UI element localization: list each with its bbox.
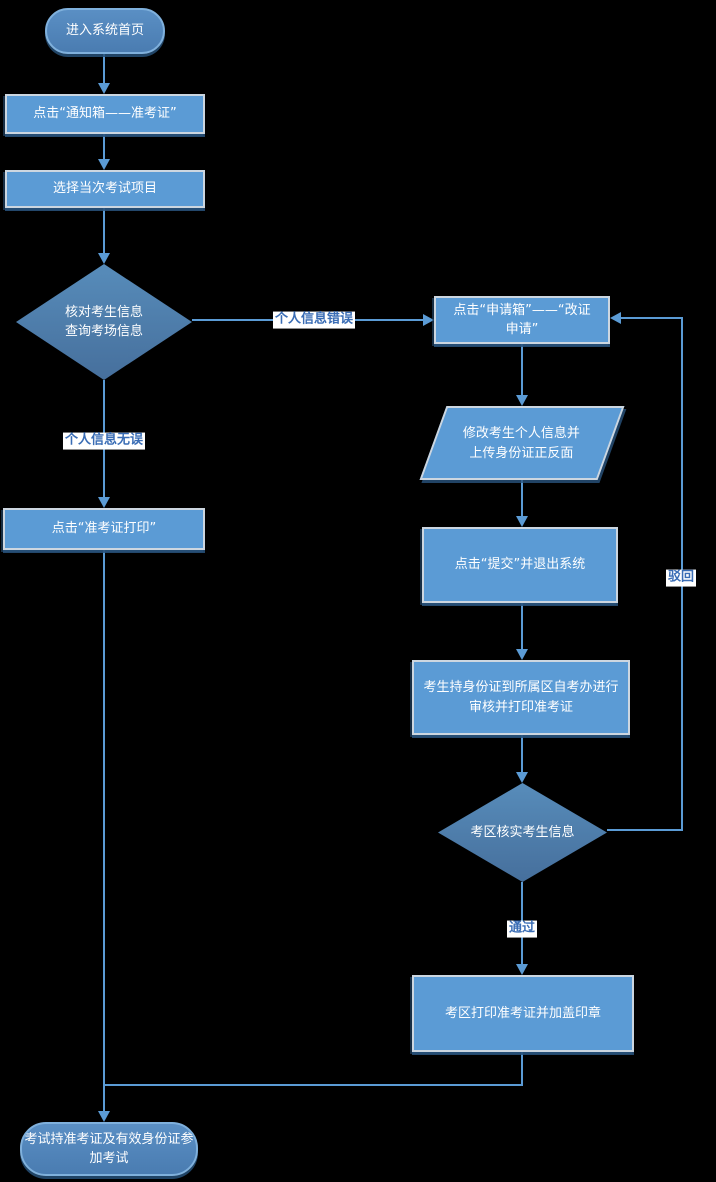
connector-line — [521, 1052, 523, 1086]
arrowhead-right-icon — [423, 314, 434, 326]
arrowhead-down-icon — [98, 497, 110, 508]
arrowhead-down-icon — [516, 772, 528, 783]
connector-line — [103, 54, 105, 85]
arrowhead-down-icon — [98, 253, 110, 264]
node-end-terminator: 考试持准考证及有效身份证参 加考试 — [20, 1122, 198, 1176]
io-node-label: 修改考生个人信息并 上传身份证正反面 — [463, 425, 581, 461]
connector-line — [521, 480, 523, 517]
node-click-submit: 点击“提交”并退出系统 — [422, 527, 618, 603]
node-start-terminator: 进入系统首页 — [45, 8, 165, 54]
arrowhead-down-icon — [98, 1111, 110, 1122]
node-verify-info-decision: 核对考生信息 查询考场信息 — [16, 264, 192, 380]
arrowhead-down-icon — [516, 964, 528, 975]
node-click-apply-box: 点击“申请箱”——“改证 申请” — [434, 296, 610, 344]
edge-label-info-correct: 个人信息无误 — [62, 432, 146, 450]
node-click-print: 点击“准考证打印” — [3, 508, 205, 550]
edge-label-rejected: 驳回 — [665, 569, 697, 587]
connector-line — [521, 735, 523, 773]
edge-label-info-error: 个人信息错误 — [272, 311, 356, 329]
node-modify-info: 修改考生个人信息并 上传身份证正反面 — [419, 406, 625, 480]
node-select-exam: 选择当次考试项目 — [5, 170, 205, 208]
connector-line — [104, 1084, 523, 1086]
node-click-notify-box: 点击“通知箱——准考证” — [5, 94, 205, 134]
node-onsite-review: 考生持身份证到所属区自考办进行 审核并打印准考证 — [412, 660, 630, 735]
connector-line — [607, 829, 683, 831]
arrowhead-down-icon — [516, 649, 528, 660]
connector-line — [103, 134, 105, 160]
arrowhead-down-icon — [98, 83, 110, 94]
edge-label-passed: 通过 — [506, 920, 538, 938]
arrowhead-down-icon — [98, 159, 110, 170]
connector-line — [621, 317, 683, 319]
arrowhead-down-icon — [516, 516, 528, 527]
node-district-print: 考区打印准考证并加盖印章 — [412, 975, 634, 1052]
connector-line — [103, 208, 105, 254]
connector-line — [521, 344, 523, 396]
node-district-verify-decision: 考区核实考生信息 — [438, 783, 607, 882]
arrowhead-down-icon — [516, 395, 528, 406]
arrowhead-left-icon — [610, 312, 621, 324]
connector-line — [103, 550, 105, 1112]
connector-line — [521, 603, 523, 650]
